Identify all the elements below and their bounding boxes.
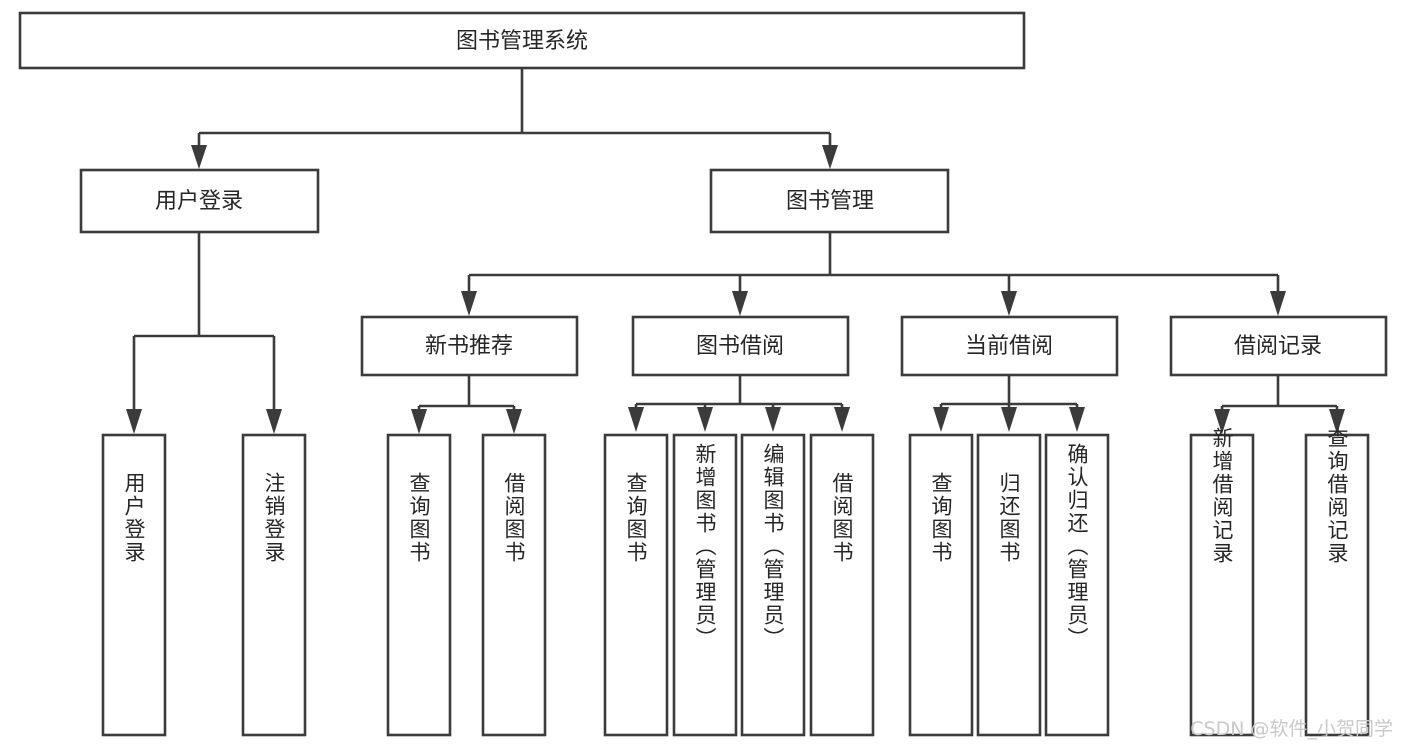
arrow-head-icon: [411, 409, 427, 434]
node-user-login[interactable]: 用户登录: [79, 168, 320, 234]
node-borrow-record[interactable]: 借阅记录: [1169, 315, 1388, 377]
leaf-confirm-return-admin[interactable]: 确认归还（管理员）: [1044, 433, 1110, 737]
leaf-confirm-return-admin-box[interactable]: [1044, 433, 1110, 737]
arrow-head-icon: [834, 407, 850, 432]
node-book-borrow-label: 图书借阅: [696, 334, 784, 359]
connector-book-borrow-to-leaves: [628, 375, 850, 432]
leaf-borrow-book-label: 借阅图书: [830, 472, 854, 564]
leaf-query-borrow-record-label: 查询借阅记录: [1325, 427, 1349, 565]
leaf-logout-box[interactable]: [241, 433, 307, 737]
node-book-management-label: 图书管理: [786, 189, 874, 214]
leaf-borrow-book-box[interactable]: [809, 433, 875, 737]
leaf-recommend-query-book-box[interactable]: [386, 433, 452, 737]
node-book-borrow[interactable]: 图书借阅: [631, 315, 850, 377]
leaf-borrow-query-book-label: 查询图书: [624, 472, 648, 564]
arrow-head-icon: [822, 145, 838, 169]
leaf-edit-book-admin[interactable]: 编辑图书（管理员）: [740, 433, 806, 737]
arrow-head-icon: [628, 407, 644, 432]
leaf-recommend-borrow-book[interactable]: 借阅图书: [481, 433, 547, 737]
leaf-logout-label: 注销登录: [262, 472, 286, 564]
node-user-login-label: 用户登录: [155, 189, 243, 214]
leaf-borrow-book[interactable]: 借阅图书: [809, 433, 875, 737]
leaf-recommend-query-book[interactable]: 查询图书: [386, 433, 452, 737]
leaf-add-borrow-record-label: 新增借阅记录: [1210, 427, 1234, 565]
leaf-confirm-return-admin-label: 确认归还（管理员）: [1065, 443, 1089, 650]
arrow-head-icon: [732, 291, 748, 316]
leaf-edit-book-admin-box[interactable]: [740, 433, 806, 737]
leaf-logout[interactable]: 注销登录: [241, 433, 307, 737]
node-current-borrow-box[interactable]: [900, 315, 1119, 377]
leaf-return-book-box[interactable]: [976, 433, 1042, 737]
arrow-head-icon: [1329, 409, 1345, 434]
node-root[interactable]: 图书管理系统: [18, 11, 1026, 70]
leaf-return-book[interactable]: 归还图书: [976, 433, 1042, 737]
arrow-head-icon: [191, 145, 207, 169]
node-new-book-recommend-box[interactable]: [360, 315, 579, 377]
arrow-head-icon: [933, 407, 949, 432]
arrow-head-icon: [506, 409, 522, 434]
node-new-book-recommend[interactable]: 新书推荐: [360, 315, 579, 377]
node-current-borrow[interactable]: 当前借阅: [900, 315, 1119, 377]
arrow-head-icon: [461, 291, 477, 316]
leaf-recommend-borrow-book-box[interactable]: [481, 433, 547, 737]
connector-root-to-level2: [191, 68, 838, 169]
arrow-head-icon: [1214, 409, 1230, 434]
node-book-management[interactable]: 图书管理: [709, 168, 950, 234]
leaf-add-borrow-record[interactable]: 新增借阅记录: [1189, 427, 1255, 737]
arrow-head-icon: [697, 407, 713, 432]
connector-book-management-to-level3: [461, 232, 1286, 316]
csdn-watermark: CSDN @软件_小贺同学: [1190, 718, 1393, 740]
arrow-head-icon: [266, 409, 282, 434]
arrow-head-icon: [1270, 291, 1286, 316]
leaf-add-book-admin-label: 新增图书（管理员）: [693, 443, 717, 650]
arrow-head-icon: [1001, 407, 1017, 432]
leaf-user-login-label: 用户登录: [122, 472, 146, 564]
leaf-current-query-book[interactable]: 查询图书: [908, 433, 974, 737]
leaf-recommend-query-book-label: 查询图书: [407, 472, 431, 564]
connector-borrow-record-to-leaves: [1214, 375, 1345, 434]
arrow-head-icon: [126, 409, 142, 434]
node-borrow-record-label: 借阅记录: [1234, 334, 1322, 359]
leaf-current-query-book-box[interactable]: [908, 433, 974, 737]
leaf-user-login-box[interactable]: [101, 433, 167, 737]
connector-user-login-to-leaves: [126, 232, 282, 434]
arrow-head-icon: [765, 407, 781, 432]
leaf-add-book-admin[interactable]: 新增图书（管理员）: [672, 433, 738, 737]
node-user-login-box[interactable]: [79, 168, 320, 234]
leaf-edit-book-admin-label: 编辑图书（管理员）: [761, 443, 785, 650]
node-root-label: 图书管理系统: [456, 29, 588, 54]
leaf-borrow-query-book-box[interactable]: [603, 433, 669, 737]
leaf-return-book-label: 归还图书: [997, 472, 1021, 564]
connector-new-book-recommend-to-leaves: [411, 375, 522, 434]
node-new-book-recommend-label: 新书推荐: [425, 334, 513, 359]
connector-current-borrow-to-leaves: [933, 375, 1085, 432]
leaf-query-borrow-record[interactable]: 查询借阅记录: [1304, 427, 1370, 737]
arrow-head-icon: [1001, 291, 1017, 316]
leaf-borrow-query-book[interactable]: 查询图书: [603, 433, 669, 737]
leaf-add-book-admin-box[interactable]: [672, 433, 738, 737]
leaf-recommend-borrow-book-label: 借阅图书: [502, 472, 526, 564]
node-current-borrow-label: 当前借阅: [965, 334, 1053, 359]
leaf-current-query-book-label: 查询图书: [929, 472, 953, 564]
node-root-box[interactable]: [18, 11, 1026, 70]
arrow-head-icon: [1069, 407, 1085, 432]
leaf-add-borrow-record-box[interactable]: [1189, 433, 1255, 737]
leaf-query-borrow-record-box[interactable]: [1304, 433, 1370, 737]
leaf-user-login[interactable]: 用户登录: [101, 433, 167, 737]
